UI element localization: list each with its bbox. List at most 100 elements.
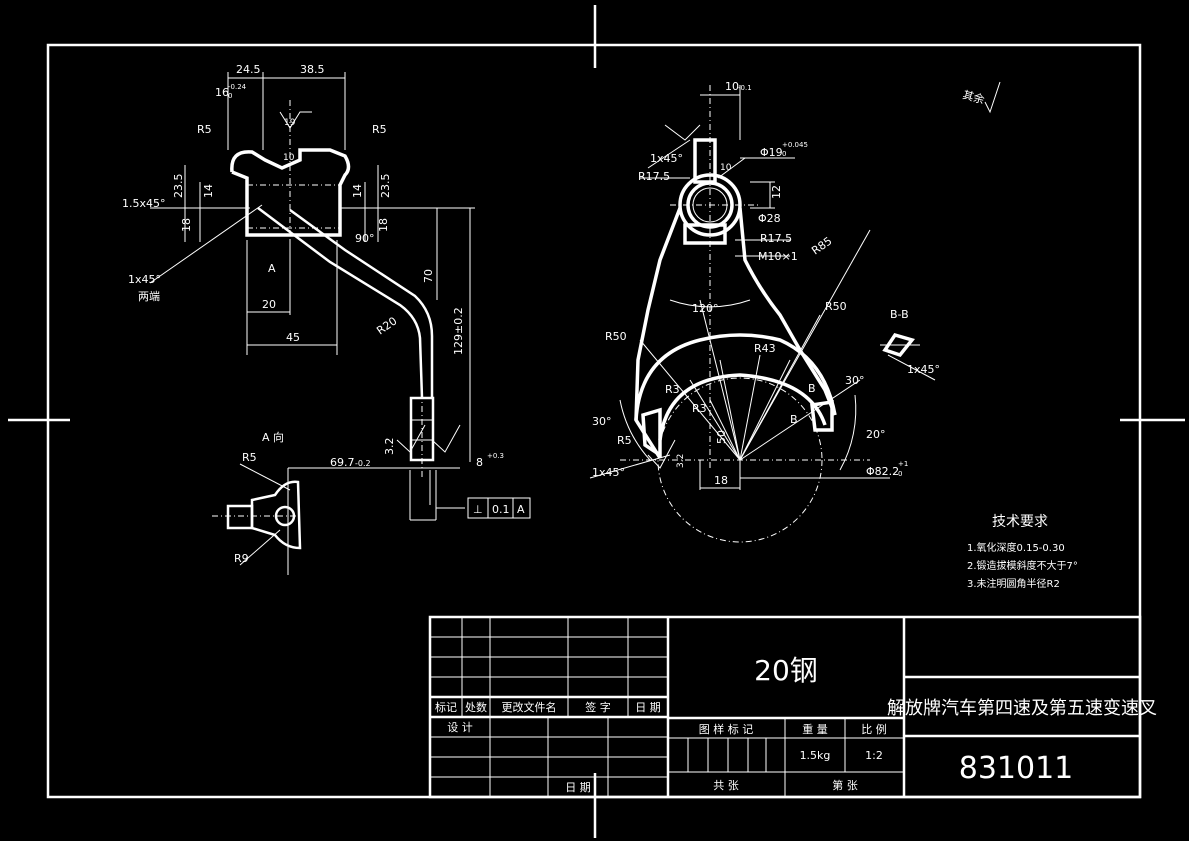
label-b1: B	[790, 413, 798, 426]
dim-23-5-left: 23.5	[172, 174, 185, 199]
chamfer-side: 1x45°	[128, 273, 161, 286]
dim-r5-right: R5	[372, 123, 387, 136]
total-sheets: 共 张	[713, 779, 739, 792]
tech-title: 技术要求	[992, 514, 1048, 530]
a-view	[212, 463, 302, 575]
header-scale: 比 例	[861, 722, 887, 736]
material: 20钢	[754, 654, 818, 687]
chamfer-bottom: 1x45°	[592, 466, 625, 479]
header-date: 日 期	[635, 701, 661, 714]
dim-24-5: 24.5	[236, 63, 261, 76]
a-view-label: A 向	[262, 430, 284, 444]
dim-r85: R85	[809, 234, 834, 257]
dim-14-right: 14	[351, 184, 364, 198]
scale-value: 1:2	[865, 749, 883, 762]
chamfer-top: 1.5x45°	[122, 197, 166, 210]
rest-label: 其余	[961, 87, 986, 106]
dim-10-r: 10	[720, 163, 732, 173]
dim-18-left: 18	[180, 218, 193, 232]
dim-30deg-right: 30°	[845, 374, 865, 387]
dim-r43: R43	[754, 342, 776, 355]
sheet-number: 第 张	[832, 778, 858, 792]
header-weight: 重 量	[802, 722, 828, 736]
tech-item-1: 1.氧化深度0.15-0.30	[967, 541, 1065, 554]
header-count: 处数	[465, 701, 487, 714]
chamfer-right: 1x45°	[650, 152, 683, 165]
dim-38-5: 38.5	[300, 63, 325, 76]
header-mark: 标记	[435, 700, 457, 714]
dim-r9: R9	[234, 552, 249, 565]
dim-3-2: 3.2	[383, 438, 396, 456]
dim-m10: M10×1	[758, 250, 798, 263]
header-date-2: 日 期	[565, 781, 591, 794]
header-design: 设 计	[447, 721, 473, 734]
header-doc: 更改文件名	[502, 700, 557, 714]
dim-129: 129±0.2	[452, 307, 465, 355]
header-pattern: 图 样 标 记	[699, 722, 754, 736]
both-ends: 两端	[138, 290, 160, 303]
dim-r50-left: R50	[605, 330, 627, 343]
weight-value: 1.5kg	[800, 749, 831, 762]
dim-r20: R20	[374, 314, 399, 337]
dim-8-tol: +0.3	[487, 452, 504, 460]
dim-69-7: 69.7	[330, 456, 355, 469]
dim-16: 16	[215, 86, 229, 99]
dim-12: 12	[770, 185, 783, 199]
dim-phi19-tol: +0.045	[782, 141, 808, 149]
bb-label: B-B	[890, 308, 909, 321]
tech-item-2: 2.锻造拔模斜度不大于7°	[967, 559, 1078, 572]
dim-r17-5-b: R17.5	[760, 232, 792, 245]
dim-23-5-right: 23.5	[379, 174, 392, 199]
dim-r5-front: R5	[617, 434, 632, 447]
dim-45: 45	[286, 331, 300, 344]
dim-phi19: Φ19	[760, 146, 783, 159]
title-block	[428, 615, 1142, 799]
drawing-number: 831011	[959, 751, 1074, 786]
dim-r5-aview: R5	[242, 451, 257, 464]
dim-r5-left: R5	[197, 123, 212, 136]
dim-14-left: 14	[202, 184, 215, 198]
dim-69-7-tol: -0.2	[355, 459, 371, 468]
dim-3-2-b: 3.2	[676, 454, 686, 468]
dim-phi28: Φ28	[758, 212, 781, 225]
dim-r3-a: R3	[665, 383, 680, 396]
rest-roughness-symbol	[984, 81, 1001, 114]
dim-r50-right: R50	[825, 300, 847, 313]
dim-phi82-2-tol2: 0	[898, 470, 902, 478]
label-b2: B	[808, 382, 816, 395]
dim-70: 70	[422, 269, 435, 283]
dim-30deg-left: 30°	[592, 415, 612, 428]
gdt-ref: A	[517, 503, 525, 516]
dim-19: 19	[284, 118, 296, 128]
part-name: 解放牌汽车第四速及第五速变速叉	[887, 698, 1157, 719]
dim-50: 50	[715, 430, 728, 444]
dim-phi82-2-tol: +1	[898, 460, 908, 468]
label-a: A	[268, 262, 276, 275]
dim-120deg: 120°	[692, 302, 719, 315]
header-sign: 签 字	[585, 700, 611, 714]
dim-10-top: 10	[725, 80, 739, 93]
dim-10-top-tol: -0.1	[738, 84, 752, 92]
gdt-frame	[467, 497, 531, 519]
dim-16-tol2: 0	[228, 92, 232, 100]
technical-requirements: 技术要求 1.氧化深度0.15-0.30 2.锻造拔模斜度不大于7° 3.未注明…	[967, 514, 1078, 590]
dim-phi82-2: Φ82.2	[866, 465, 899, 478]
dim-90deg: 90°	[355, 232, 375, 245]
dim-10: 10	[283, 153, 295, 163]
chamfer-bb: 1x45°	[907, 363, 940, 376]
front-view	[589, 85, 890, 543]
bb-section	[880, 332, 936, 381]
dim-r17-5-a: R17.5	[638, 170, 670, 183]
dim-18-bottom: 18	[714, 474, 728, 487]
tech-item-3: 3.未注明圆角半径R2	[967, 577, 1060, 590]
dim-18-right: 18	[377, 218, 390, 232]
side-view	[149, 72, 475, 521]
dim-20: 20	[262, 298, 276, 311]
dim-r3-b: R3	[692, 402, 707, 415]
dim-8: 8	[476, 456, 483, 469]
dim-16-tol: -0.24	[228, 83, 247, 91]
dim-20deg: 20°	[866, 428, 886, 441]
gdt-value: 0.1	[492, 503, 510, 516]
dim-phi19-tol2: 0	[782, 150, 786, 158]
